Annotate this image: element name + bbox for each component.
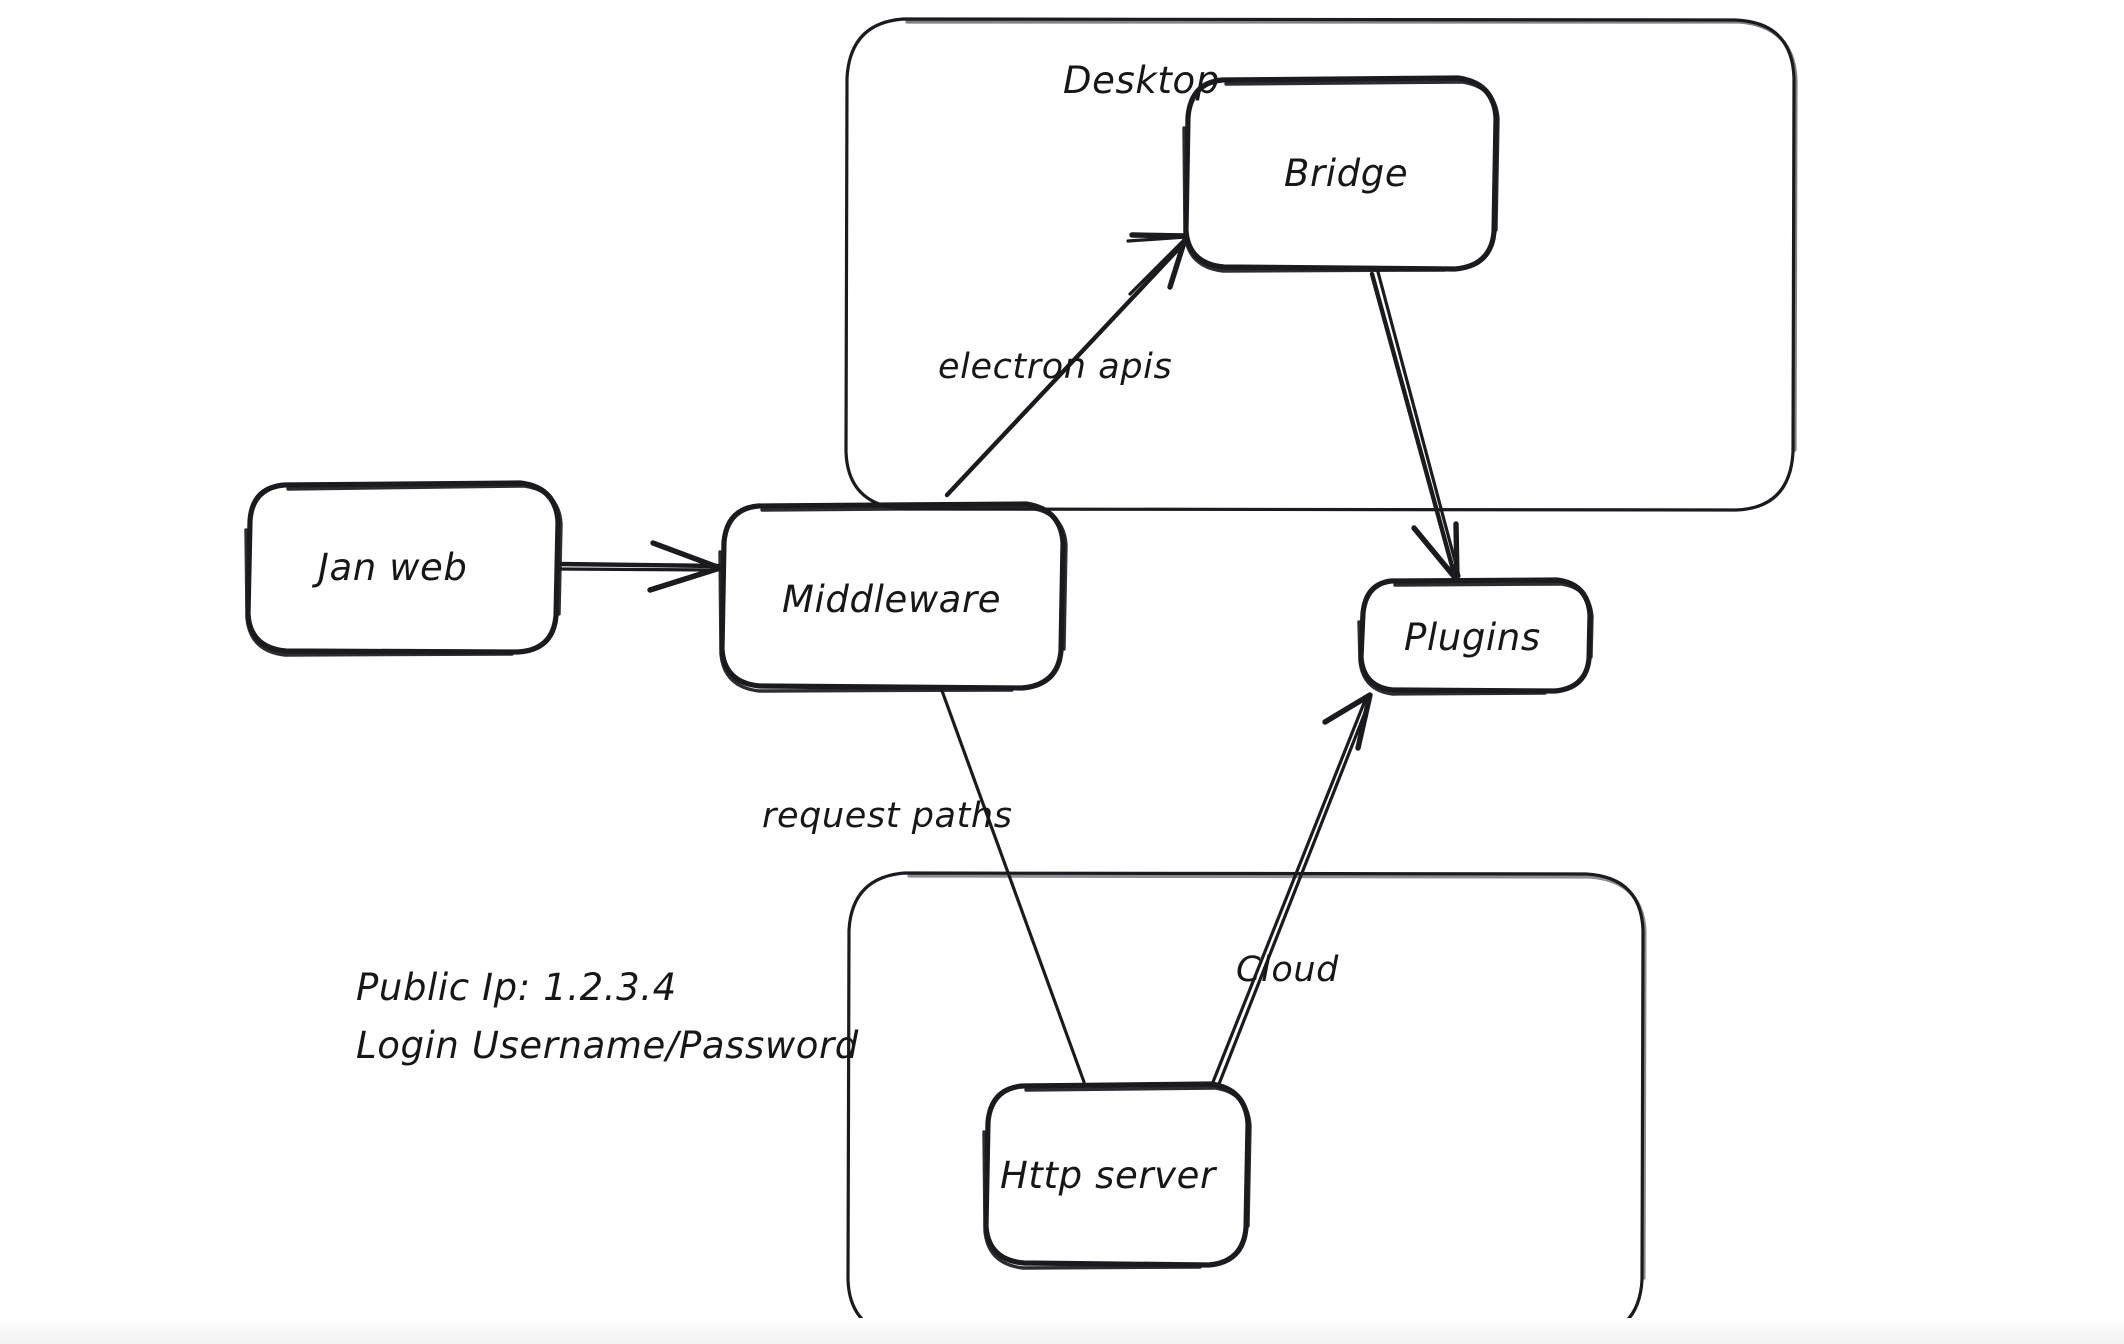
node-http-server-label: Http server — [1000, 1154, 1218, 1197]
bottom-edge-band — [0, 1318, 2124, 1344]
node-jan-web-label: Jan web — [311, 546, 468, 589]
annotation-login-credentials: Login Username/Password — [356, 1024, 859, 1067]
node-middleware[interactable]: Middleware — [718, 501, 1068, 693]
arrowhead-icon — [1129, 232, 1189, 290]
annotations-block: Public Ip: 1.2.3.4 Login Username/Passwo… — [356, 966, 859, 1067]
edge-httpserver-to-middleware[interactable]: request paths — [762, 686, 1086, 1084]
edge-label-electron-apis: electron apis — [938, 347, 1172, 387]
arrowhead-icon — [647, 540, 723, 593]
edge-httpserver-to-plugins[interactable]: Cloud — [1211, 692, 1373, 1086]
node-http-server[interactable]: Http server — [982, 1081, 1252, 1270]
edge-middleware-to-bridge[interactable]: electron apis — [938, 232, 1189, 498]
annotation-public-ip: Public Ip: 1.2.3.4 — [356, 966, 677, 1009]
edge-label-cloud: Cloud — [1236, 950, 1339, 990]
arrowhead-icon — [1411, 521, 1460, 583]
arrowhead-icon — [1322, 692, 1373, 751]
edge-janweb-to-middleware[interactable] — [555, 540, 723, 593]
node-middleware-label: Middleware — [782, 578, 1001, 621]
edge-bridge-to-plugins[interactable] — [1369, 270, 1461, 583]
node-bridge-label: Bridge — [1284, 152, 1408, 195]
node-jan-web[interactable]: Jan web — [244, 480, 563, 657]
edge-label-request-paths: request paths — [762, 796, 1013, 836]
node-plugins[interactable]: Plugins — [1357, 577, 1594, 696]
container-cloud-group[interactable] — [846, 871, 1647, 1339]
container-desktop[interactable]: Desktop — [844, 17, 1798, 512]
node-bridge[interactable]: Bridge — [1182, 75, 1500, 273]
node-plugins-label: Plugins — [1404, 616, 1541, 659]
